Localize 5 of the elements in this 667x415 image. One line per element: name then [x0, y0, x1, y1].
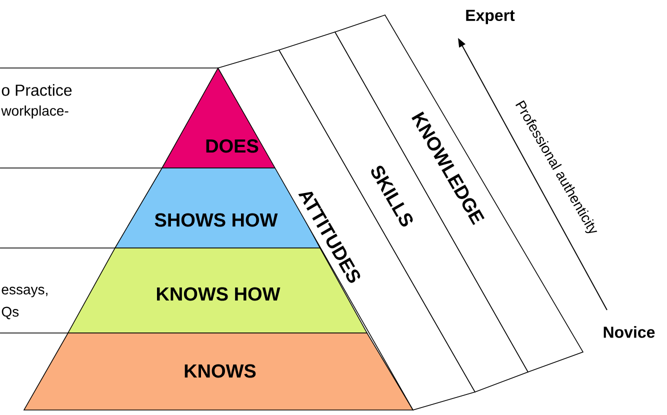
- side-note: workplace-: [1, 105, 68, 119]
- side-note: Qs: [2, 306, 19, 320]
- side-note: o Practice: [2, 84, 72, 96]
- novice-label: Novice: [604, 326, 655, 338]
- side-note: essays,: [2, 286, 48, 298]
